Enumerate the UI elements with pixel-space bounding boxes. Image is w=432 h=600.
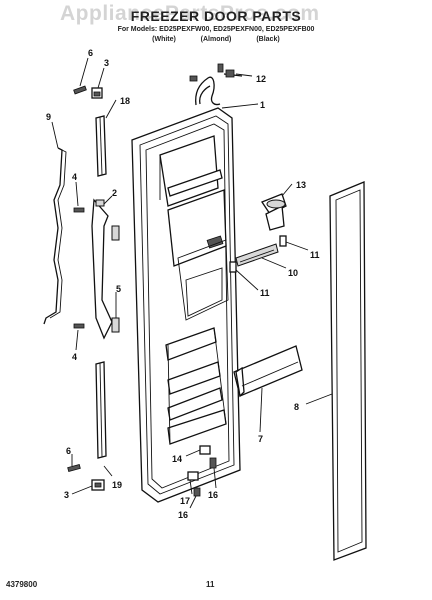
callout-3-bottom: 3: [64, 490, 69, 500]
callout-labels: 1 2 3 3 4 4 5 6 6 7 8 9 10 11 11 12 13 1…: [46, 48, 320, 520]
document-number: 4379800: [6, 580, 38, 589]
callout-9: 9: [46, 112, 51, 122]
clip-3-bottom: [91, 479, 105, 491]
callout-12: 12: [256, 74, 266, 84]
clip-3-top: [91, 87, 103, 99]
color-white: (White): [152, 36, 176, 43]
part-11-clip-lower: [229, 261, 237, 273]
leader-lines: [51, 57, 333, 509]
color-black: (Black): [256, 36, 280, 43]
callout-16-left: 16: [178, 510, 188, 520]
watermark: AppliancePartsPros.com: [60, 2, 320, 25]
screw-6-bottom: [67, 464, 81, 472]
screw-6-top: [73, 85, 87, 95]
models-line: For Models: ED25PEXFW00, ED25PEXFN00, ED…: [117, 26, 315, 33]
callout-3-top: 3: [104, 58, 109, 68]
callout-11-upper: 11: [310, 250, 320, 260]
callout-18: 18: [120, 96, 130, 106]
page-number: 11: [206, 580, 215, 589]
part-7-bin: [233, 345, 303, 398]
screw-4-upper: [73, 207, 85, 213]
callout-13: 13: [296, 180, 306, 190]
callout-2: 2: [112, 188, 117, 198]
part-16-screw: [193, 487, 201, 497]
callout-1: 1: [260, 100, 265, 110]
callout-17: 17: [180, 496, 190, 506]
screw-4-lower: [73, 323, 85, 329]
callout-5: 5: [116, 284, 121, 294]
callout-6-top: 6: [88, 48, 93, 58]
part-9-strip: [43, 147, 63, 325]
callout-8: 8: [294, 402, 299, 412]
part-17-washer: [187, 471, 199, 481]
callout-10: 10: [288, 268, 298, 278]
color-line: (White) (Almond) (Black): [0, 36, 432, 43]
part-11-clip-upper: [279, 235, 287, 247]
diagram-title: FREEZER DOOR PARTS: [130, 8, 302, 24]
freezer-door-assembly: [131, 63, 241, 503]
part-8-gasket: [329, 181, 367, 561]
color-almond: (Almond): [200, 36, 232, 43]
callout-19: 19: [112, 480, 122, 490]
callout-6-bottom: 6: [66, 446, 71, 456]
callout-11-lower: 11: [260, 288, 270, 298]
callout-4-lower: 4: [72, 352, 77, 362]
part-14-bracket: [199, 445, 211, 455]
part-10-strip: [235, 243, 279, 267]
callout-14: 14: [172, 454, 182, 464]
callout-7: 7: [258, 434, 263, 444]
callout-16-right: 16: [208, 490, 218, 500]
part-16-pin: [209, 457, 217, 469]
part-2-handle: [91, 198, 113, 340]
part-13-ice-chute: [261, 193, 287, 231]
callout-4-upper: 4: [72, 172, 77, 182]
